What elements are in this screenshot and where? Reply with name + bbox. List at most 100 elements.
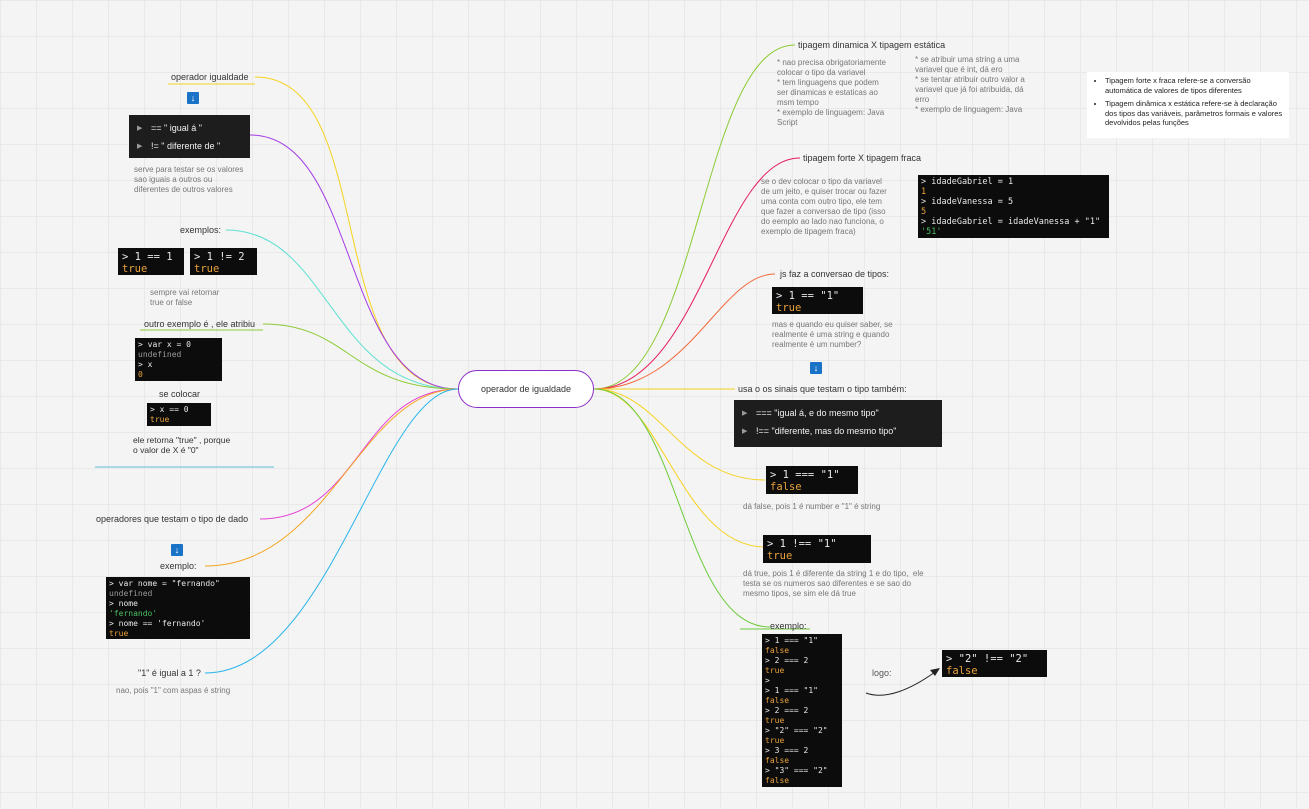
terminal-line: false bbox=[765, 696, 790, 705]
terminal-line: false bbox=[770, 481, 802, 493]
label-tipagem-forte[interactable]: tipagem forte X tipagem fraca bbox=[803, 153, 922, 163]
terminal-line: > 1 === "1" bbox=[765, 636, 818, 645]
terminal-line: 'fernando' bbox=[109, 609, 158, 618]
terminal-line: false bbox=[946, 665, 978, 677]
note-conv: mas e quando eu quiser saber, se realmen… bbox=[772, 320, 893, 349]
sticky-note[interactable]: Tipagem forte x fraca refere-se a conver… bbox=[1087, 72, 1289, 138]
link-exemplos bbox=[225, 229, 459, 390]
link-tipagem-dinamica bbox=[593, 44, 796, 390]
note-retornar: sempre vai retornar true or false bbox=[150, 288, 220, 307]
terminal-line: true bbox=[776, 302, 802, 314]
terminal-line: > 1 == "1" bbox=[776, 290, 840, 302]
terminal-line: > 1 == 1 bbox=[122, 251, 173, 263]
terminal-line: 0 bbox=[138, 370, 143, 379]
download-icon[interactable]: ↓ bbox=[187, 92, 199, 104]
terminal-line: undefined bbox=[138, 350, 182, 359]
terminal-line: 1 bbox=[921, 187, 927, 197]
terminal-line: true bbox=[194, 263, 220, 275]
terminal-line: > "2" === "2" bbox=[765, 726, 828, 735]
terminal-line: > idadeGabriel = idadeVanessa + "1" bbox=[921, 217, 1101, 227]
link-outro-exemplo bbox=[262, 323, 459, 390]
central-node[interactable]: operador de igualdade bbox=[458, 370, 594, 408]
label-outro-exemplo[interactable]: outro exemplo é , ele atribiu bbox=[144, 319, 256, 329]
note-resposta: nao, pois "1" com aspas é string bbox=[116, 686, 231, 695]
sticky-item: Tipagem forte x fraca refere-se a conver… bbox=[1105, 76, 1283, 95]
toggle-row-notequal[interactable]: ▶ != " diferente de " bbox=[137, 137, 242, 155]
sticky-item: Tipagem dinâmica x estática refere-se à … bbox=[1105, 99, 1283, 128]
label-se-colocar[interactable]: se colocar bbox=[159, 389, 201, 399]
toggle-list-strict[interactable]: ▶ === "igual á, e do mesmo tipo" ▶ !== "di… bbox=[734, 400, 942, 447]
toggle-row-strict-equal[interactable]: ▶ === "igual á, e do mesmo tipo" bbox=[742, 404, 934, 422]
terminal-line: > 1 === "1" bbox=[770, 469, 840, 481]
terminal-xeq: > x == 0 true bbox=[147, 403, 211, 426]
label-operador-igualdade[interactable]: operador igualdade bbox=[171, 72, 249, 82]
terminal-line: > x == 0 bbox=[150, 405, 189, 414]
terminal-line: true bbox=[765, 716, 785, 725]
terminal-strict-true: > 1 !== "1" true bbox=[763, 535, 871, 563]
terminal-line: true bbox=[765, 666, 785, 675]
label-usa-sinais[interactable]: usa o os sinais que testam o tipo também… bbox=[738, 384, 907, 394]
toggle-list-operators[interactable]: ▶ == " igual á " ▶ != " diferente de " bbox=[129, 115, 250, 158]
terminal-line: undefined bbox=[109, 589, 153, 598]
toggle-text: == " igual á " bbox=[151, 123, 202, 133]
link-tipagem-forte bbox=[593, 157, 801, 390]
terminal-line: 5 bbox=[921, 207, 927, 217]
terminal-line: > idadeVanessa = 5 bbox=[921, 197, 1014, 207]
link-js-conversao bbox=[593, 273, 776, 390]
terminal-line: > idadeGabriel = 1 bbox=[921, 177, 1014, 187]
toggle-row-equal[interactable]: ▶ == " igual á " bbox=[137, 119, 242, 137]
terminal-neq: > 1 != 2 true bbox=[190, 248, 257, 275]
triangle-right-icon[interactable]: ▶ bbox=[137, 143, 143, 150]
label-tipagem-dinamica[interactable]: tipagem dinamica X tipagem estática bbox=[798, 40, 946, 50]
label-exemplo-left[interactable]: exemplo: bbox=[160, 561, 197, 571]
terminal-idade: > idadeGabriel = 1 1 > idadeVanessa = 5 … bbox=[918, 175, 1109, 238]
toggle-row-strict-notequal[interactable]: ▶ !== "diferente, mas do mesmo tipo" bbox=[742, 422, 934, 440]
note-false: dá false, pois 1 é number e "1" é string bbox=[743, 502, 881, 511]
terminal-line: '51' bbox=[921, 227, 942, 237]
terminal-line: true bbox=[150, 415, 170, 424]
terminal-var: > var x = 0 undefined > x 0 bbox=[135, 338, 222, 381]
terminal-line: > "3" === "2" bbox=[765, 766, 828, 775]
terminal-line: false bbox=[765, 776, 790, 785]
toggle-text: !== "diferente, mas do mesmo tipo" bbox=[756, 426, 897, 436]
triangle-right-icon[interactable]: ▶ bbox=[137, 125, 143, 132]
terminal-line: > "2" !== "2" bbox=[946, 653, 1029, 665]
label-pergunta[interactable]: "1" é igual a 1 ? bbox=[138, 668, 201, 678]
terminal-final: > "2" !== "2" false bbox=[942, 650, 1047, 677]
terminal-line: > 1 === "1" bbox=[765, 686, 818, 695]
link-pergunta bbox=[204, 388, 459, 674]
terminal-line: true bbox=[109, 629, 129, 638]
link-toggle-ops bbox=[249, 134, 459, 390]
label-exemplos[interactable]: exemplos: bbox=[180, 225, 222, 235]
triangle-right-icon[interactable]: ▶ bbox=[742, 410, 748, 417]
terminal-line: > 1 != 2 bbox=[194, 251, 245, 263]
label-operadores-tipo[interactable]: operadores que testam o tipo de dado bbox=[96, 514, 249, 524]
terminal-line: true bbox=[122, 263, 148, 275]
terminal-line: > bbox=[765, 676, 770, 685]
link-strict-false bbox=[593, 388, 766, 481]
terminal-long: > 1 === "1" false > 2 === 2 true > > 1 =… bbox=[762, 634, 842, 787]
logo-arrowhead bbox=[930, 668, 940, 676]
terminal-line: true bbox=[767, 550, 793, 562]
link-exemplo-left bbox=[204, 388, 459, 567]
download-icon[interactable]: ↓ bbox=[810, 362, 822, 374]
terminal-strict-false: > 1 === "1" false bbox=[766, 466, 858, 494]
label-logo[interactable]: logo: bbox=[872, 668, 892, 678]
triangle-right-icon[interactable]: ▶ bbox=[742, 428, 748, 435]
label-exemplo-right[interactable]: exemplo: bbox=[770, 621, 807, 631]
terminal-line: > nome == 'fernando' bbox=[109, 619, 206, 628]
terminal-line: > x bbox=[138, 360, 153, 369]
terminal-line: > var nome = "fernando" bbox=[109, 579, 220, 588]
logo-arrow bbox=[865, 671, 936, 696]
toggle-text: === "igual á, e do mesmo tipo" bbox=[756, 408, 879, 418]
terminal-line: false bbox=[765, 756, 790, 765]
download-icon[interactable]: ↓ bbox=[171, 544, 183, 556]
link-strict-true bbox=[593, 388, 766, 548]
terminal-eq: > 1 == 1 true bbox=[118, 248, 184, 275]
label-js-conversao[interactable]: js faz a conversao de tipos: bbox=[780, 269, 890, 279]
note-operators: serve para testar se os valores sao igua… bbox=[134, 165, 244, 194]
toggle-text: != " diferente de " bbox=[151, 141, 221, 151]
note-forte: se o dev colocar o tipo da variavel de u… bbox=[761, 177, 887, 236]
note-true-right: dá true, pois 1 é diferente da string 1 … bbox=[743, 569, 924, 598]
